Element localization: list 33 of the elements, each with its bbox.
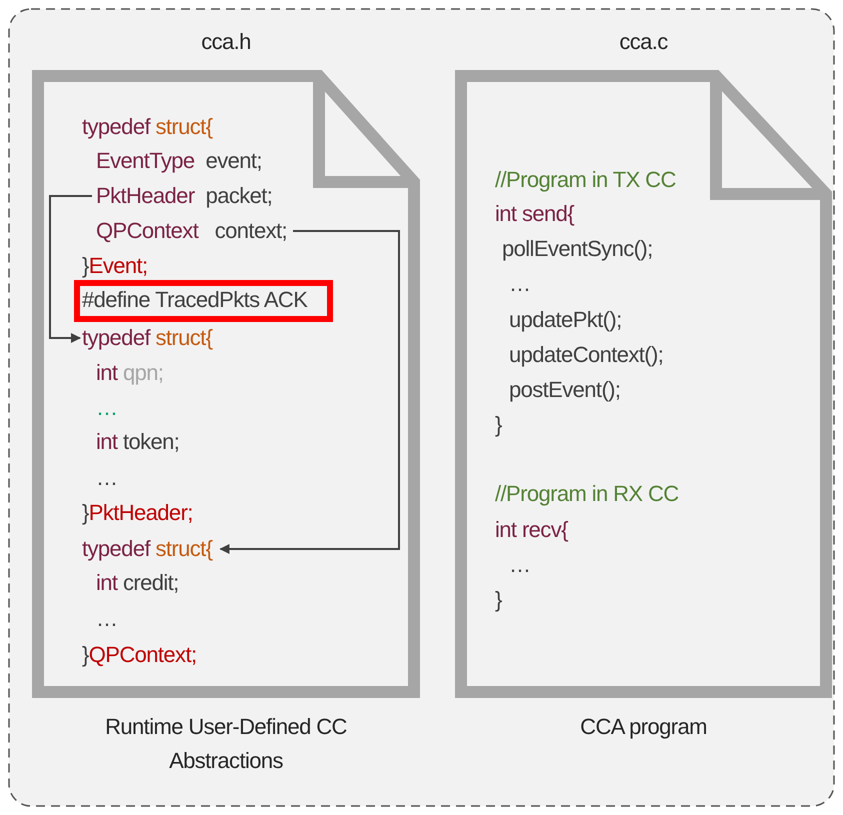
code-line: updateContext(); [509, 341, 664, 369]
arrow [49, 195, 92, 343]
label: CCA program [579, 713, 708, 741]
code-line: typedef struct{ [82, 535, 212, 563]
arrow [219, 230, 400, 554]
code-line: … [509, 551, 530, 579]
code-line: EventType event; [96, 147, 262, 175]
code-line: } [495, 586, 502, 614]
code-line: int recv{ [495, 516, 568, 544]
code-line: PktHeader packet; [96, 182, 272, 210]
code-line: … [96, 464, 118, 492]
code-line: int credit; [96, 569, 179, 597]
code-line: } [495, 411, 502, 439]
code-line: }QPContext; [82, 641, 196, 669]
file-name: cca.c [618, 28, 669, 56]
code-line: QPContext context; [96, 217, 287, 245]
code-line: … [96, 394, 118, 422]
code-line: updatePkt(); [509, 306, 622, 334]
code-line: pollEventSync(); [502, 235, 653, 263]
code-line: … [509, 270, 530, 298]
code-line: typedef struct{ [82, 113, 212, 141]
code-line: int send{ [495, 200, 574, 228]
code-line: int token; [96, 428, 180, 456]
code-line: typedef struct{ [82, 324, 212, 352]
code-line: int qpn; [96, 359, 164, 387]
code-line: … [96, 605, 118, 633]
code-line: postEvent(); [509, 376, 620, 404]
file-name: cca.h [200, 28, 252, 56]
code-line: //Program in TX CC [495, 166, 676, 194]
label: Runtime User-Defined CC Abstractions [104, 713, 348, 775]
code-line: }PktHeader; [82, 499, 193, 527]
code-line: //Program in RX CC [495, 480, 679, 508]
code-line: }Event; [82, 252, 148, 280]
